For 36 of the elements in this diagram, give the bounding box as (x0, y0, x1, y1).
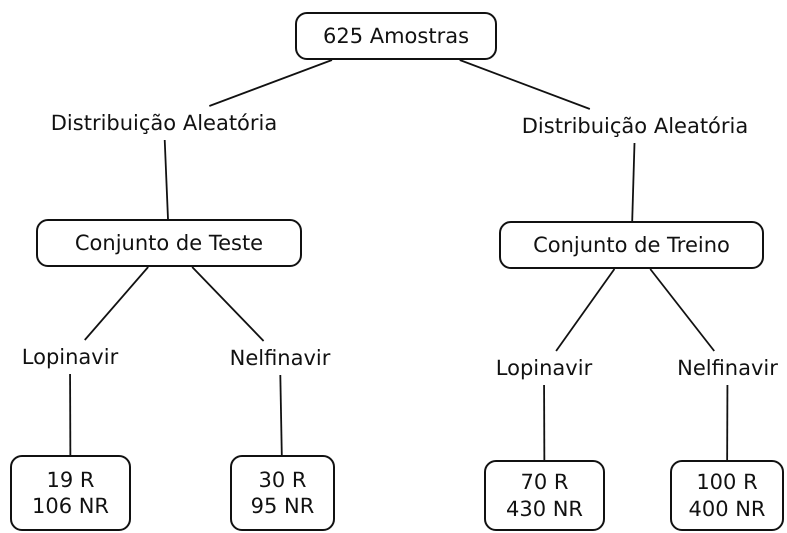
connector-line (543, 385, 546, 460)
node-label: Lopinavir (22, 344, 118, 370)
rounded-box (670, 460, 784, 531)
connector-line (459, 59, 590, 110)
rounded-box (36, 219, 302, 267)
connector-line (631, 142, 636, 222)
node-label: 625 Amostras (322, 22, 470, 50)
rounded-box (10, 455, 131, 531)
node-label: Conjunto de Teste (74, 230, 264, 256)
connector-line (164, 140, 169, 220)
node-label: Distribuição Aleatória (522, 112, 748, 140)
node-label: Lopinavir (496, 354, 592, 382)
connector-line (209, 59, 332, 107)
node-label: Nelfinavir (230, 344, 330, 372)
node-label: Nelfinavir (677, 354, 778, 382)
node-label: 95 NR (250, 493, 314, 520)
node-label: 30 R (258, 466, 306, 493)
node-label: Distribuição Aleatória (50, 110, 278, 136)
rounded-box (499, 221, 764, 269)
rounded-box (230, 455, 335, 531)
node-label: 100 R (696, 469, 758, 496)
connector-line (84, 266, 149, 341)
node-label: Conjunto de Treino (533, 232, 730, 258)
connector-line (69, 374, 72, 455)
node-label: 19 R (46, 466, 94, 493)
connector-line (726, 385, 728, 460)
connector-line (192, 266, 264, 342)
node-label: 70 R (520, 469, 568, 496)
node-label: 430 NR (506, 496, 584, 522)
rounded-box (484, 460, 605, 531)
connector-line (279, 374, 283, 456)
rounded-box (295, 12, 497, 60)
node-label: 106 NR (32, 493, 110, 520)
connector-line (650, 268, 715, 352)
connector-line (555, 268, 616, 352)
node-label: 400 NR (688, 496, 766, 522)
